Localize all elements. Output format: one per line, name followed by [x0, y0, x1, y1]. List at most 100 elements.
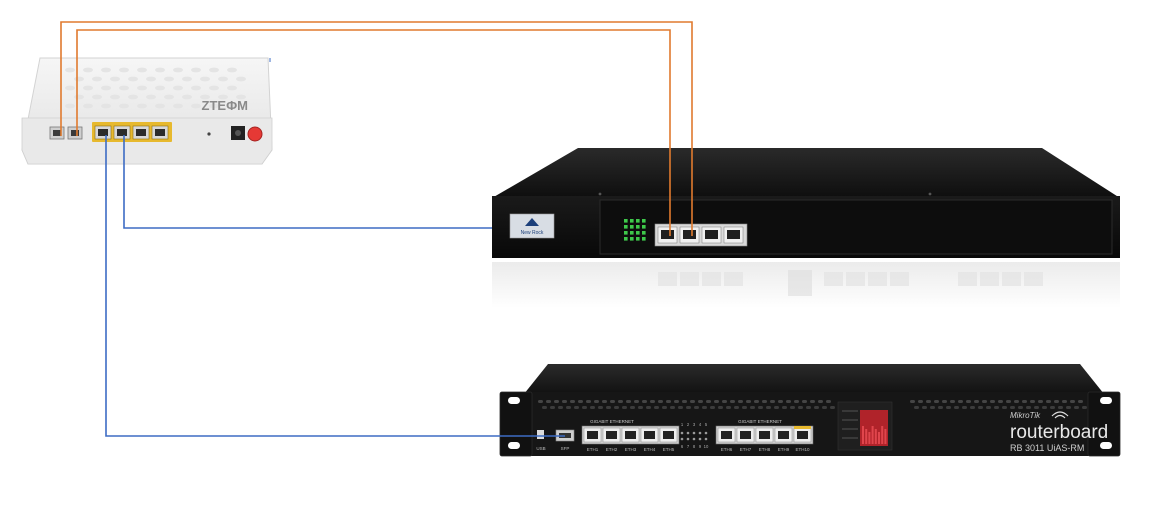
vent-slot — [982, 400, 987, 403]
phone-cable-2 — [76, 29, 671, 236]
vent-slot — [698, 400, 703, 403]
vent-slot — [626, 400, 631, 403]
vent-slot — [790, 406, 795, 409]
rack-hole — [1100, 442, 1112, 449]
vent-slot — [542, 406, 547, 409]
vent-slot — [746, 400, 751, 403]
vent-slot — [586, 400, 591, 403]
router-port-socket — [663, 431, 674, 439]
ont-vent-dot — [155, 67, 165, 73]
vent-slot — [1022, 400, 1027, 403]
vent-slot — [722, 400, 727, 403]
vent-slot — [1062, 400, 1067, 403]
vent-slot — [678, 406, 683, 409]
router-led — [692, 437, 696, 441]
ont-lan-port-socket — [155, 129, 165, 136]
vent-slot — [762, 400, 767, 403]
usb-port — [537, 430, 544, 439]
router-port-label: ETH4 — [644, 447, 656, 452]
router-port-socket — [721, 431, 732, 439]
gateway-port-socket — [705, 230, 718, 239]
router-led — [698, 437, 702, 441]
vent-slot — [1070, 400, 1075, 403]
vent-slot — [938, 406, 943, 409]
ont-vent-dot — [191, 85, 201, 91]
router-display-lines — [842, 410, 858, 439]
vent-slot — [802, 400, 807, 403]
vent-slot — [778, 400, 783, 403]
rack-hole — [508, 442, 520, 449]
vent-slot — [998, 400, 1003, 403]
cables — [60, 21, 693, 437]
ont-modem: ZTEФM — [21, 57, 273, 165]
ont-vent-dot — [200, 76, 210, 82]
reflection-port — [824, 272, 843, 286]
gateway-led — [636, 225, 640, 229]
ont-vent-dot — [137, 67, 147, 73]
router-port-socket — [644, 431, 655, 439]
ont-lan-port-socket — [136, 129, 146, 136]
vent-slot — [598, 406, 603, 409]
vent-slot — [770, 400, 775, 403]
router-vents — [538, 400, 1087, 409]
router-led — [704, 437, 708, 441]
vent-slot — [714, 400, 719, 403]
vent-slot — [946, 406, 951, 409]
vent-slot — [1046, 400, 1051, 403]
ont-vent-dot — [146, 76, 156, 82]
ont-vent-dot — [146, 94, 156, 100]
ont-lan-ports — [92, 122, 172, 142]
router-led-bar — [884, 429, 887, 444]
router-port-label: ETH3 — [625, 447, 637, 452]
ont-vent-dot — [227, 103, 237, 109]
vent-slot — [666, 400, 671, 403]
sfp-label: SFP — [561, 446, 570, 451]
gateway-led — [624, 219, 628, 223]
vent-slot — [1038, 400, 1043, 403]
vent-slot — [934, 400, 939, 403]
vent-slot — [1002, 406, 1007, 409]
vent-slot — [1014, 400, 1019, 403]
vent-slot — [638, 406, 643, 409]
reflection-port — [868, 272, 887, 286]
vent-slot — [658, 400, 663, 403]
vent-slot — [558, 406, 563, 409]
vent-slot — [814, 406, 819, 409]
ont-vent-dot — [200, 94, 210, 100]
gateway-led — [636, 237, 640, 241]
vent-slot — [774, 406, 779, 409]
gateway-led — [624, 231, 628, 235]
ont-vent-dot — [155, 103, 165, 109]
router-port-label: ETH2 — [606, 447, 618, 452]
vent-slot — [602, 400, 607, 403]
vent-slot — [986, 406, 991, 409]
rack-hole — [1100, 397, 1112, 404]
vent-slot — [606, 406, 611, 409]
reflection-port — [1024, 272, 1043, 286]
gateway-port-socket — [661, 230, 674, 239]
router-port-socket — [587, 431, 598, 439]
vent-slot — [1006, 400, 1011, 403]
gateway-led — [630, 237, 634, 241]
vent-slot — [654, 406, 659, 409]
router-port-label: ETH9 — [778, 447, 790, 452]
ont-vent-dot — [191, 67, 201, 73]
gateway-port-socket — [683, 230, 696, 239]
vent-slot — [810, 400, 815, 403]
vent-slot — [1010, 406, 1015, 409]
ont-vent-dot — [236, 94, 246, 100]
power-button-icon[interactable] — [247, 126, 263, 142]
ont-reset-hole — [207, 132, 211, 136]
ont-vent-dot — [128, 94, 138, 100]
vent-slot — [926, 400, 931, 403]
router-led-bar — [878, 432, 880, 444]
gateway-led — [630, 231, 634, 235]
router-led-number: 6 — [681, 444, 684, 449]
vent-slot — [830, 406, 835, 409]
reflection-port — [846, 272, 865, 286]
vent-slot — [650, 400, 655, 403]
vent-slot — [994, 406, 999, 409]
vent-slot — [1058, 406, 1063, 409]
